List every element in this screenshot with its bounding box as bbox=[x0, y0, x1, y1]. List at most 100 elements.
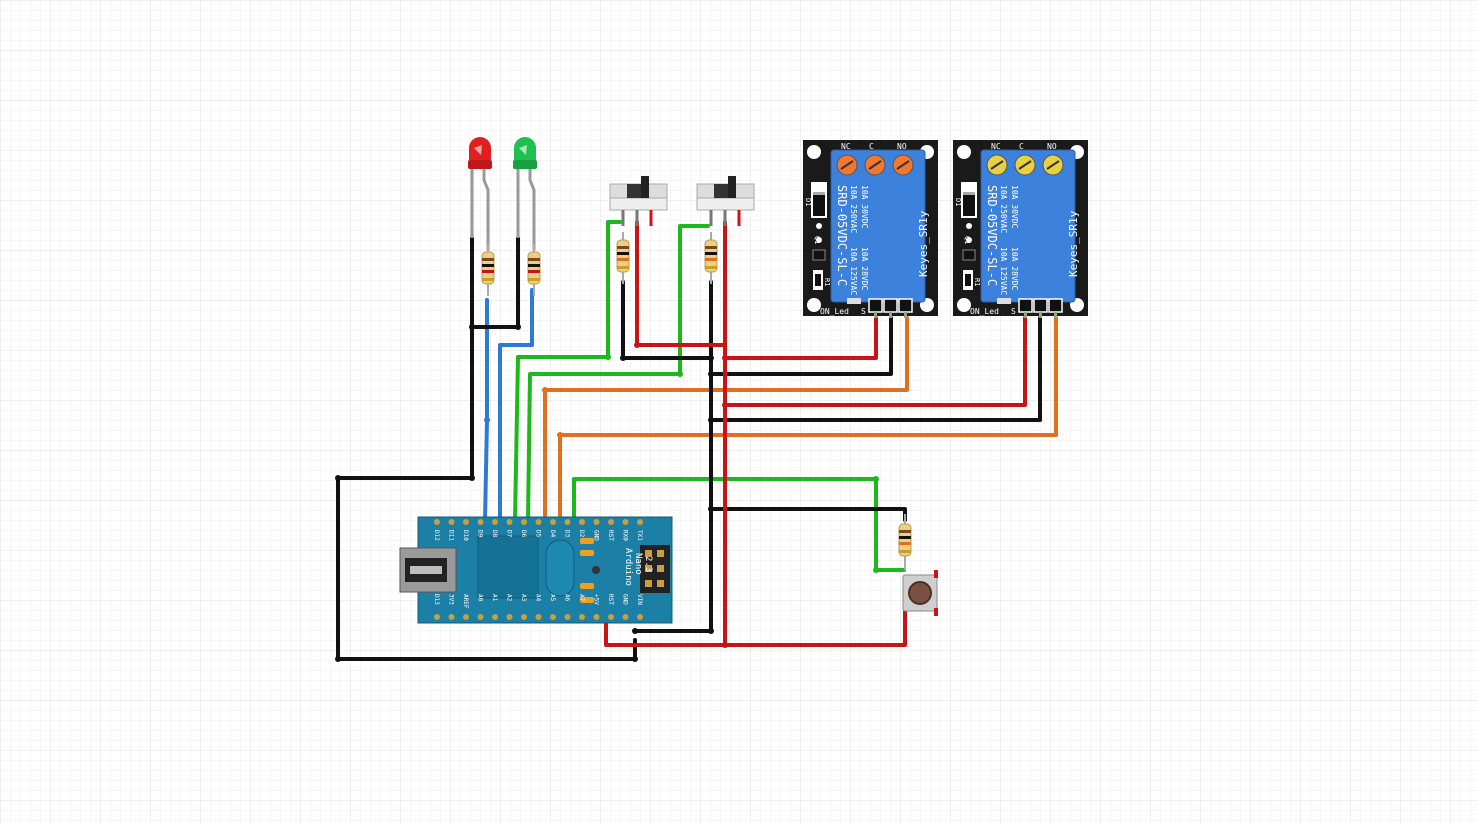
nano-pin[interactable] bbox=[608, 614, 614, 620]
nano-pin[interactable] bbox=[477, 614, 484, 620]
nano-pin-label: D5 bbox=[535, 530, 542, 538]
nano-pin[interactable] bbox=[448, 614, 455, 620]
relay-rating: 10A 28VDC bbox=[860, 247, 869, 291]
nano-pin[interactable] bbox=[564, 614, 571, 620]
nano-pin[interactable] bbox=[550, 614, 556, 620]
nano-pin[interactable] bbox=[608, 519, 614, 525]
resistor-switch1[interactable] bbox=[616, 232, 630, 284]
mounting-hole bbox=[807, 145, 821, 159]
slide-switch-1[interactable] bbox=[609, 176, 668, 226]
nano-pin-label: GND bbox=[622, 594, 629, 605]
relay-rating: 10A 28VDC bbox=[1010, 247, 1019, 291]
resistor-button[interactable] bbox=[898, 514, 912, 570]
wire-black-led-gnd bbox=[336, 236, 637, 661]
nano-pin[interactable] bbox=[506, 519, 513, 525]
nano-pin-label: D7 bbox=[506, 530, 513, 538]
nano-pin-label: D2 bbox=[578, 530, 585, 538]
slide-switch-2[interactable] bbox=[696, 176, 755, 226]
signal-label: S bbox=[1011, 307, 1016, 316]
wire-blue-led-green bbox=[498, 288, 534, 522]
led-green[interactable] bbox=[513, 137, 537, 250]
diode-label: D1 bbox=[954, 198, 962, 206]
nano-pin-label: VIN bbox=[636, 594, 643, 605]
relay-rating: 10A 30VDC bbox=[860, 185, 869, 229]
relay-header-pin[interactable] bbox=[898, 298, 913, 313]
relay-part-number: SRD-05VDC-SL-C bbox=[835, 185, 849, 286]
mounting-hole bbox=[957, 145, 971, 159]
nano-pin-label: A6 bbox=[564, 594, 571, 602]
nano-version: 2.3 bbox=[643, 556, 653, 572]
nano-pin[interactable] bbox=[492, 519, 498, 525]
nano-pin-label: D4 bbox=[549, 530, 556, 538]
smd-leds bbox=[580, 538, 594, 603]
nano-pin-label: 3V3 bbox=[448, 594, 455, 605]
nano-pin-label: GND bbox=[593, 530, 600, 541]
nano-pin[interactable] bbox=[622, 614, 629, 620]
relay-part-number: SRD-05VDC-SL-C bbox=[985, 185, 999, 286]
nano-pin[interactable] bbox=[637, 614, 643, 620]
relay-header-pin[interactable] bbox=[1033, 298, 1048, 313]
nano-pin-label: D11 bbox=[448, 530, 455, 541]
nano-pin-label: RST bbox=[607, 594, 614, 605]
nano-pin[interactable] bbox=[535, 614, 542, 620]
nano-pin[interactable] bbox=[579, 614, 585, 620]
nano-pin[interactable] bbox=[593, 519, 600, 525]
terminal-label-no: NO bbox=[1047, 142, 1057, 151]
nano-pin[interactable] bbox=[463, 519, 469, 525]
nano-pin[interactable] bbox=[463, 614, 469, 620]
relay-rating: 10A 125VAC bbox=[999, 247, 1008, 295]
relay-rating: 10A 250VAC bbox=[849, 185, 858, 233]
relay-module-label: Keyes_SR1y bbox=[1067, 210, 1080, 277]
terminal-label-nc: NC bbox=[841, 142, 851, 151]
nano-pin[interactable] bbox=[622, 519, 629, 525]
signal-label: S bbox=[861, 307, 866, 316]
nano-pin[interactable] bbox=[550, 519, 556, 525]
push-button[interactable] bbox=[902, 570, 938, 616]
nano-pin[interactable] bbox=[521, 519, 527, 525]
nano-pin[interactable] bbox=[637, 519, 643, 525]
relay-header-pin[interactable] bbox=[1048, 298, 1063, 313]
resistor-led-red[interactable] bbox=[481, 244, 495, 296]
nano-model: Nano bbox=[633, 553, 643, 575]
nano-pin-label: A3 bbox=[520, 594, 527, 602]
nano-pin[interactable] bbox=[593, 614, 600, 620]
on-led-label: ON_Led bbox=[820, 307, 849, 316]
resistor-label: R1 bbox=[973, 278, 981, 286]
nano-pin[interactable] bbox=[521, 614, 527, 620]
relay-header-pin[interactable] bbox=[868, 298, 883, 313]
nano-pin-label: D9 bbox=[477, 530, 484, 538]
nano-pin[interactable] bbox=[434, 519, 440, 525]
nano-pin[interactable] bbox=[564, 519, 571, 525]
nano-pin[interactable] bbox=[492, 614, 498, 620]
terminal-label-c: C bbox=[869, 142, 874, 151]
resistor-switch2[interactable] bbox=[704, 232, 718, 284]
nano-pin-label: A2 bbox=[506, 594, 513, 602]
wire-red-button bbox=[723, 610, 907, 647]
nano-pin[interactable] bbox=[535, 519, 542, 525]
wire-black-relay2 bbox=[709, 316, 1042, 422]
led-red[interactable] bbox=[468, 137, 492, 250]
nano-pin-label: RST bbox=[607, 530, 614, 541]
nano-pin-label: RX0 bbox=[622, 530, 629, 541]
terminal-label-c: C bbox=[1019, 142, 1024, 151]
nano-pin-label: D8 bbox=[491, 530, 498, 538]
relay-header-pin[interactable] bbox=[883, 298, 898, 313]
nano-pin[interactable] bbox=[579, 519, 585, 525]
wire-orange-relay2 bbox=[558, 316, 1058, 522]
nano-pin[interactable] bbox=[448, 519, 455, 525]
reset-button-icon bbox=[592, 566, 600, 574]
nano-pin-label: D10 bbox=[462, 530, 469, 541]
relay-rating: 10A 125VAC bbox=[849, 247, 858, 295]
resistor-led-green[interactable] bbox=[527, 244, 541, 296]
nano-pin[interactable] bbox=[477, 519, 484, 525]
relay-header-pin[interactable] bbox=[1018, 298, 1033, 313]
wire-black-relay1 bbox=[709, 316, 893, 376]
nano-pin[interactable] bbox=[506, 614, 513, 620]
nano-pin[interactable] bbox=[434, 614, 440, 620]
